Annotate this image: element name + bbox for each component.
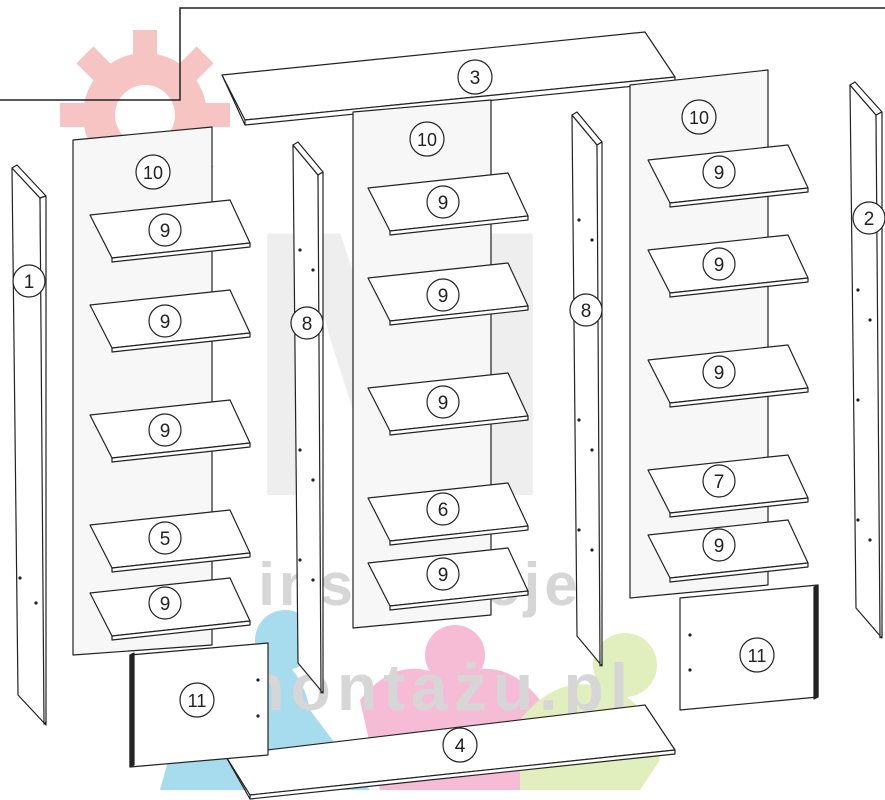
svg-text:7: 7 — [714, 472, 725, 493]
svg-text:9: 9 — [160, 421, 171, 442]
callout-part-3: 3 — [457, 59, 493, 95]
svg-text:10: 10 — [417, 130, 437, 150]
callout-shelf-col2-4: 6 — [426, 492, 460, 526]
svg-text:4: 4 — [455, 736, 466, 757]
svg-text:9: 9 — [438, 393, 449, 414]
svg-text:9: 9 — [160, 221, 171, 242]
callout-part-10-middle: 10 — [409, 121, 445, 157]
svg-text:9: 9 — [160, 594, 171, 615]
svg-text:3: 3 — [470, 68, 481, 89]
callout-part-8-right: 8 — [569, 293, 603, 327]
svg-text:9: 9 — [714, 163, 725, 184]
svg-text:9: 9 — [714, 255, 725, 276]
callout-shelf-col1-3: 9 — [148, 413, 182, 447]
callout-shelf-col2-3: 9 — [426, 385, 460, 419]
svg-text:9: 9 — [160, 312, 171, 333]
watermark-text-line-2: montażu.pl — [226, 650, 634, 724]
svg-text:8: 8 — [302, 314, 313, 335]
svg-text:5: 5 — [160, 529, 171, 550]
callout-part-10-left: 10 — [135, 154, 171, 190]
callout-part-8-left: 8 — [290, 306, 324, 340]
callout-shelf-col3-1: 9 — [702, 155, 736, 189]
callout-shelf-col2-2: 9 — [426, 278, 460, 312]
callout-shelf-col3-3: 9 — [702, 355, 736, 389]
svg-text:11: 11 — [748, 646, 767, 666]
svg-text:9: 9 — [438, 565, 449, 586]
callout-part-1: 1 — [12, 264, 46, 298]
part-8-divider-right — [571, 111, 603, 667]
svg-text:6: 6 — [438, 500, 449, 521]
svg-text:10: 10 — [143, 163, 163, 183]
callout-part-2: 2 — [852, 201, 885, 235]
callout-part-4: 4 — [442, 727, 478, 763]
part-1-left-side — [11, 164, 47, 726]
svg-text:10: 10 — [689, 108, 709, 128]
callout-shelf-col3-5: 9 — [702, 528, 736, 562]
callout-shelf-col3-4: 7 — [702, 464, 736, 498]
part-8-divider-left — [292, 141, 324, 694]
callout-shelf-col3-2: 9 — [702, 247, 736, 281]
callout-shelf-col1-4: 5 — [148, 521, 182, 555]
callout-shelf-col2-1: 9 — [426, 185, 460, 219]
svg-text:2: 2 — [864, 209, 875, 230]
svg-text:9: 9 — [714, 363, 725, 384]
svg-text:8: 8 — [581, 301, 592, 322]
svg-text:9: 9 — [714, 536, 725, 557]
leader-line — [0, 7, 885, 101]
part-2-right-side — [849, 81, 883, 639]
callout-shelf-col1-1: 9 — [148, 213, 182, 247]
callout-shelf-col1-2: 9 — [148, 304, 182, 338]
svg-text:9: 9 — [438, 286, 449, 307]
callout-part-10-right: 10 — [681, 99, 717, 135]
callout-shelf-col1-5: 9 — [148, 586, 182, 620]
svg-text:9: 9 — [438, 193, 449, 214]
callout-part-11-right: 11 — [739, 637, 775, 673]
svg-text:1: 1 — [24, 272, 35, 293]
callout-part-11-left: 11 — [179, 682, 215, 718]
svg-text:11: 11 — [188, 691, 207, 711]
callout-shelf-col2-5: 9 — [426, 557, 460, 591]
